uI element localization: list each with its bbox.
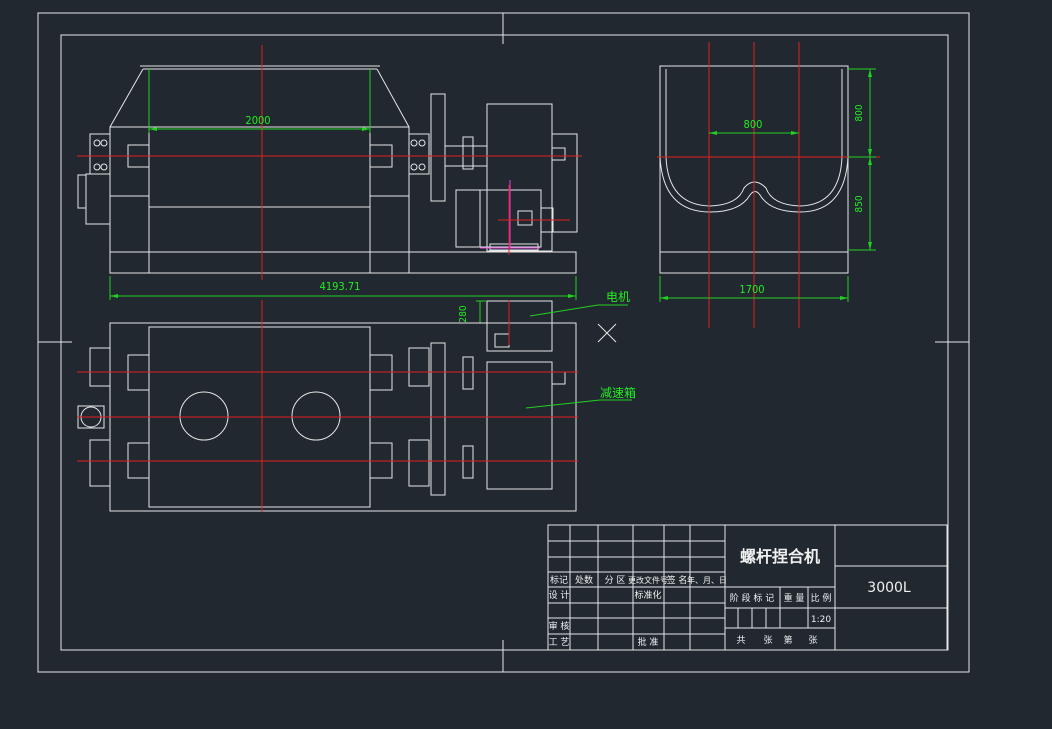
rev-header-mark: 标记 <box>550 574 568 586</box>
top-view <box>77 300 617 512</box>
sheet-no-label: 第 <box>783 634 792 646</box>
rev-header-date: 年、月、日 <box>687 575 727 585</box>
side-upper-height-label: 800 <box>854 104 865 121</box>
front-view <box>77 45 582 280</box>
side-width-label: 800 <box>744 118 763 131</box>
drawing-name: 螺杆捏合机 <box>740 547 820 566</box>
drawing-frame <box>37 12 970 673</box>
stage-mark-label: 阶 段 标 记 <box>730 592 775 604</box>
title-block: 螺杆捏合机 3000L 标记 处数 分 区 更改文件号 签 名 年、月、日 设 … <box>547 524 948 651</box>
design-label: 设 计 <box>549 589 570 601</box>
side-dimensions: 800 800 850 1700 <box>659 68 876 302</box>
callouts: 电机 减速箱 <box>525 290 636 409</box>
motor-callout: 电机 <box>606 290 630 304</box>
rev-header-file: 更改文件号 <box>628 575 668 585</box>
total-sheets-label: 共 <box>736 635 745 646</box>
side-total-width-label: 1700 <box>739 283 764 296</box>
overall-length-label: 4193.71 <box>320 280 361 293</box>
model-number: 3000L <box>867 580 911 596</box>
motor-offset-label: 280 <box>458 305 469 322</box>
scale-label: 比 例 <box>811 592 832 604</box>
reducer-callout: 减速箱 <box>600 385 636 400</box>
side-view <box>657 42 880 328</box>
side-lower-height-label: 850 <box>854 195 865 212</box>
rev-header-zone: 分 区 <box>605 575 626 586</box>
approve-label: 批 准 <box>638 636 659 648</box>
review-label: 审 核 <box>549 620 570 632</box>
sheet-unit2-label: 张 <box>808 635 817 646</box>
sheet-unit-label: 张 <box>763 635 772 646</box>
standardization-label: 标准化 <box>634 589 661 601</box>
weight-label: 重 量 <box>784 592 805 604</box>
front-dimensions: 2000 4193.71 280 <box>109 69 577 324</box>
rev-header-sign: 签 名 <box>667 574 688 586</box>
rev-header-count: 处数 <box>575 574 593 586</box>
trough-length-label: 2000 <box>245 114 270 127</box>
process-label: 工 艺 <box>549 637 570 648</box>
scale-value: 1:20 <box>811 615 831 625</box>
